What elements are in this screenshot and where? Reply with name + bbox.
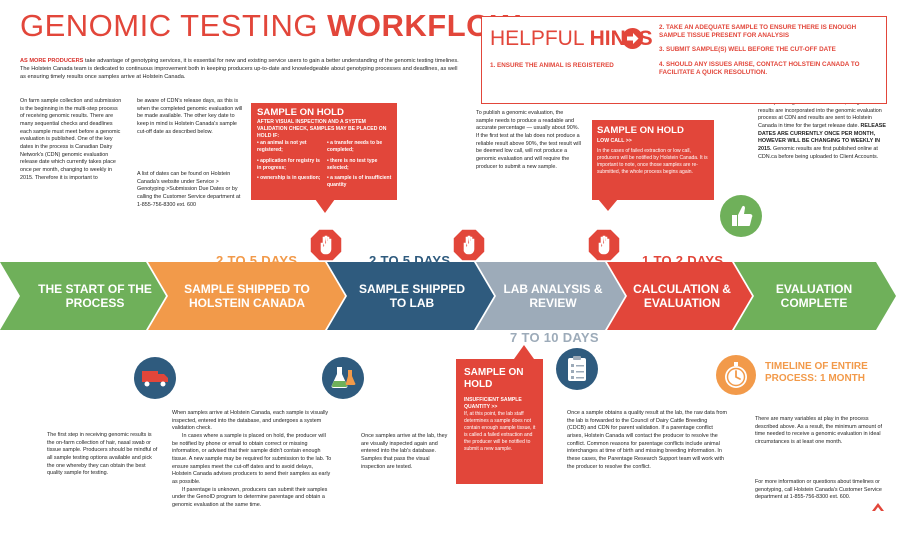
hold-2-title: SAMPLE ON HOLD [597, 125, 684, 136]
stop-hand-icon [452, 228, 486, 262]
page-title: GENOMIC TESTING WORKFLOW [20, 8, 521, 44]
intro-paragraph: AS MORE PRODUCERS take advantage of geno… [20, 58, 464, 82]
bottom-text-1: The first step in receiving genomic resu… [47, 432, 158, 477]
bottom-text-6b: For more information or questions about … [755, 479, 882, 501]
arrow-stage-1 [0, 262, 166, 330]
stop-hand-icon [587, 228, 621, 262]
hold-1-pointer [315, 199, 335, 213]
hold-1-item-1: • an animal is not yet registered; [257, 140, 307, 154]
stopwatch-icon [716, 355, 756, 395]
stage-label-6: EVALUATION COMPLETE [775, 282, 853, 310]
hold-2-text: In the cases of failed extraction or low… [597, 148, 708, 175]
hold-1-item-5: • there is no test type selected; [327, 157, 378, 171]
stage-label-3: SAMPLE SHIPPED TO LAB [358, 282, 466, 310]
helpful-hints-box: HELPFUL HINTS 1. ENSURE THE ANIMAL IS RE… [481, 16, 887, 104]
bottom-text-3: Once samples arrive at the lab, they are… [361, 433, 448, 470]
stage-label-2: SAMPLE SHIPPED TO HOLSTEIN CANADA [184, 282, 310, 310]
sample-on-hold-box-3: SAMPLE ON HOLD INSUFFICIENT SAMPLE QUANT… [456, 359, 543, 484]
hold-1-item-6: • a sample is of insufficient quantity [327, 175, 392, 189]
hold-3-title: SAMPLE ON HOLD [464, 367, 524, 390]
column-4-text: To publish a genomic evaluation, the sam… [476, 110, 581, 170]
hold-1-item-2: • application for registry is in progres… [257, 157, 320, 171]
process-arrows [0, 262, 896, 330]
intro-lead: AS MORE PRODUCERS [20, 58, 84, 64]
hold-1-list-left: • an animal is not yet registered; • app… [257, 140, 323, 182]
hold-1-title: SAMPLE ON HOLD [257, 107, 344, 118]
holstein-logo-icon [872, 498, 884, 511]
hint-1: 1. ENSURE THE ANIMAL IS REGISTERED [490, 62, 614, 69]
clipboard-icon [556, 348, 598, 390]
bottom-text-2: When samples arrive at Holstein Canada, … [172, 410, 332, 509]
arrow-stage-3 [327, 262, 494, 330]
hint-2: 2. TAKE AN ADEQUATE SAMPLE TO ENSURE THE… [659, 24, 857, 39]
arrow-stage-6 [734, 262, 896, 330]
thumbs-up-icon [720, 195, 762, 237]
stage-label-5: CALCULATION & EVALUATION [633, 282, 731, 310]
lab-flask-icon [322, 357, 364, 399]
timeline-line-2: PROCESS: 1 MONTH [765, 373, 866, 384]
hint-3: 3. SUBMIT SAMPLE(S) WELL BEFORE THE CUT-… [659, 46, 836, 53]
timeline-summary: TIMELINE OF ENTIRE PROCESS: 1 MONTH [765, 361, 868, 385]
title-part1: GENOMIC TESTING [20, 8, 328, 43]
hold-1-list-right: • a transfer needs to be completed; • th… [327, 140, 393, 190]
truck-icon [134, 357, 176, 399]
column-6-text: When parentage has been validated, the g… [758, 100, 888, 161]
column-1-text: On farm sample collection and submission… [20, 98, 122, 181]
hold-2-subtitle: LOW CALL >> [597, 138, 632, 144]
timeline-line-1: TIMELINE OF ENTIRE [765, 361, 868, 372]
arrow-stage-2 [148, 262, 345, 330]
hold-3-text: If, at this point, the lab staff determi… [464, 411, 536, 453]
column-2-text-a: be aware of CDN's release days, as this … [137, 98, 243, 135]
column-6-text-c: Genomic results are first published onli… [758, 146, 879, 160]
hold-1-item-3: • ownership is in question; [257, 175, 321, 181]
hold-3-pointer [514, 345, 534, 359]
days-label-3: 7 TO 10 DAYS [510, 330, 599, 345]
hold-1-item-4: • a transfer needs to be completed; [327, 140, 383, 154]
hold-1-subtitle: AFTER VISUAL INSPECTION AND A SYSTEM VAL… [257, 119, 387, 139]
arrow-right-icon [622, 28, 643, 49]
hint-4: 4. SHOULD ANY ISSUES ARISE, CONTACT HOLS… [659, 61, 860, 76]
bottom-text-6a: There are many variables at play in the … [755, 416, 883, 446]
stage-label-1: THE START OF THE PROCESS [38, 282, 152, 310]
stop-hand-icon [309, 228, 343, 262]
stage-label-4: LAB ANALYSIS & REVIEW [503, 282, 603, 310]
sample-on-hold-box-2: SAMPLE ON HOLD LOW CALL >> In the cases … [592, 120, 714, 200]
sample-on-hold-box-1: SAMPLE ON HOLD AFTER VISUAL INSPECTION A… [251, 103, 397, 200]
hold-2-pointer [598, 199, 618, 211]
column-2-text-b: A list of dates can be found on Holstein… [137, 171, 241, 208]
hold-3-subtitle: INSUFFICIENT SAMPLE QUANTITY >> [464, 397, 522, 410]
intro-text: take advantage of genotyping services, i… [20, 58, 459, 80]
bottom-text-5: Once a sample obtains a quality result a… [567, 410, 728, 470]
column-6-text-b: RELEASE DATES ARE CURRENTLY ONCE PER MON… [758, 123, 886, 153]
arrow-stage-5 [607, 262, 752, 330]
arrow-stage-4 [476, 262, 625, 330]
